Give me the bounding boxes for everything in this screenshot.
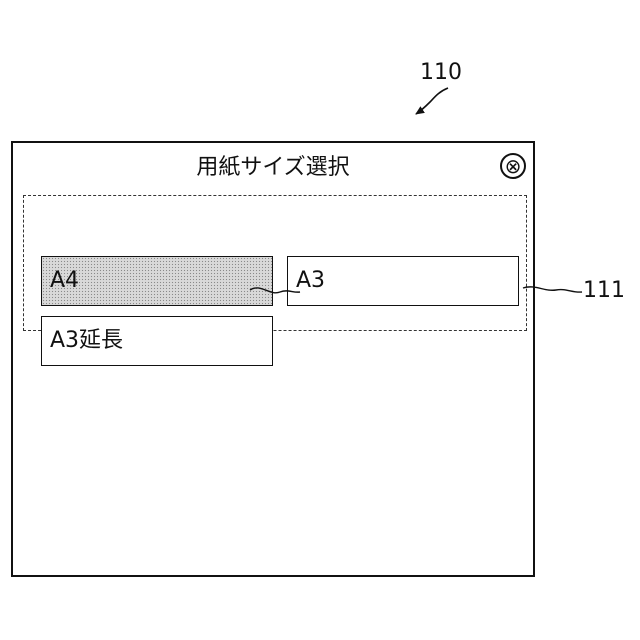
paper-size-button-a3-extended[interactable]: A3延長 xyxy=(41,316,273,366)
dialog-title: 用紙サイズ選択 xyxy=(13,155,533,181)
reference-numeral-button-group: 111 xyxy=(583,280,625,302)
close-button[interactable]: ⊗ xyxy=(500,153,526,179)
paper-size-button-a3[interactable]: A3 xyxy=(287,256,519,306)
paper-size-dialog: 用紙サイズ選択 ⊗ A4 A3 A3延長 xyxy=(11,141,535,577)
leader-arrow-dialog xyxy=(416,88,448,114)
paper-size-button-group: A4 A3 A3延長 xyxy=(23,195,527,331)
paper-size-button-a4[interactable]: A4 xyxy=(41,256,273,306)
close-icon: ⊗ xyxy=(505,156,522,176)
reference-numeral-dialog: 110 xyxy=(420,62,462,84)
